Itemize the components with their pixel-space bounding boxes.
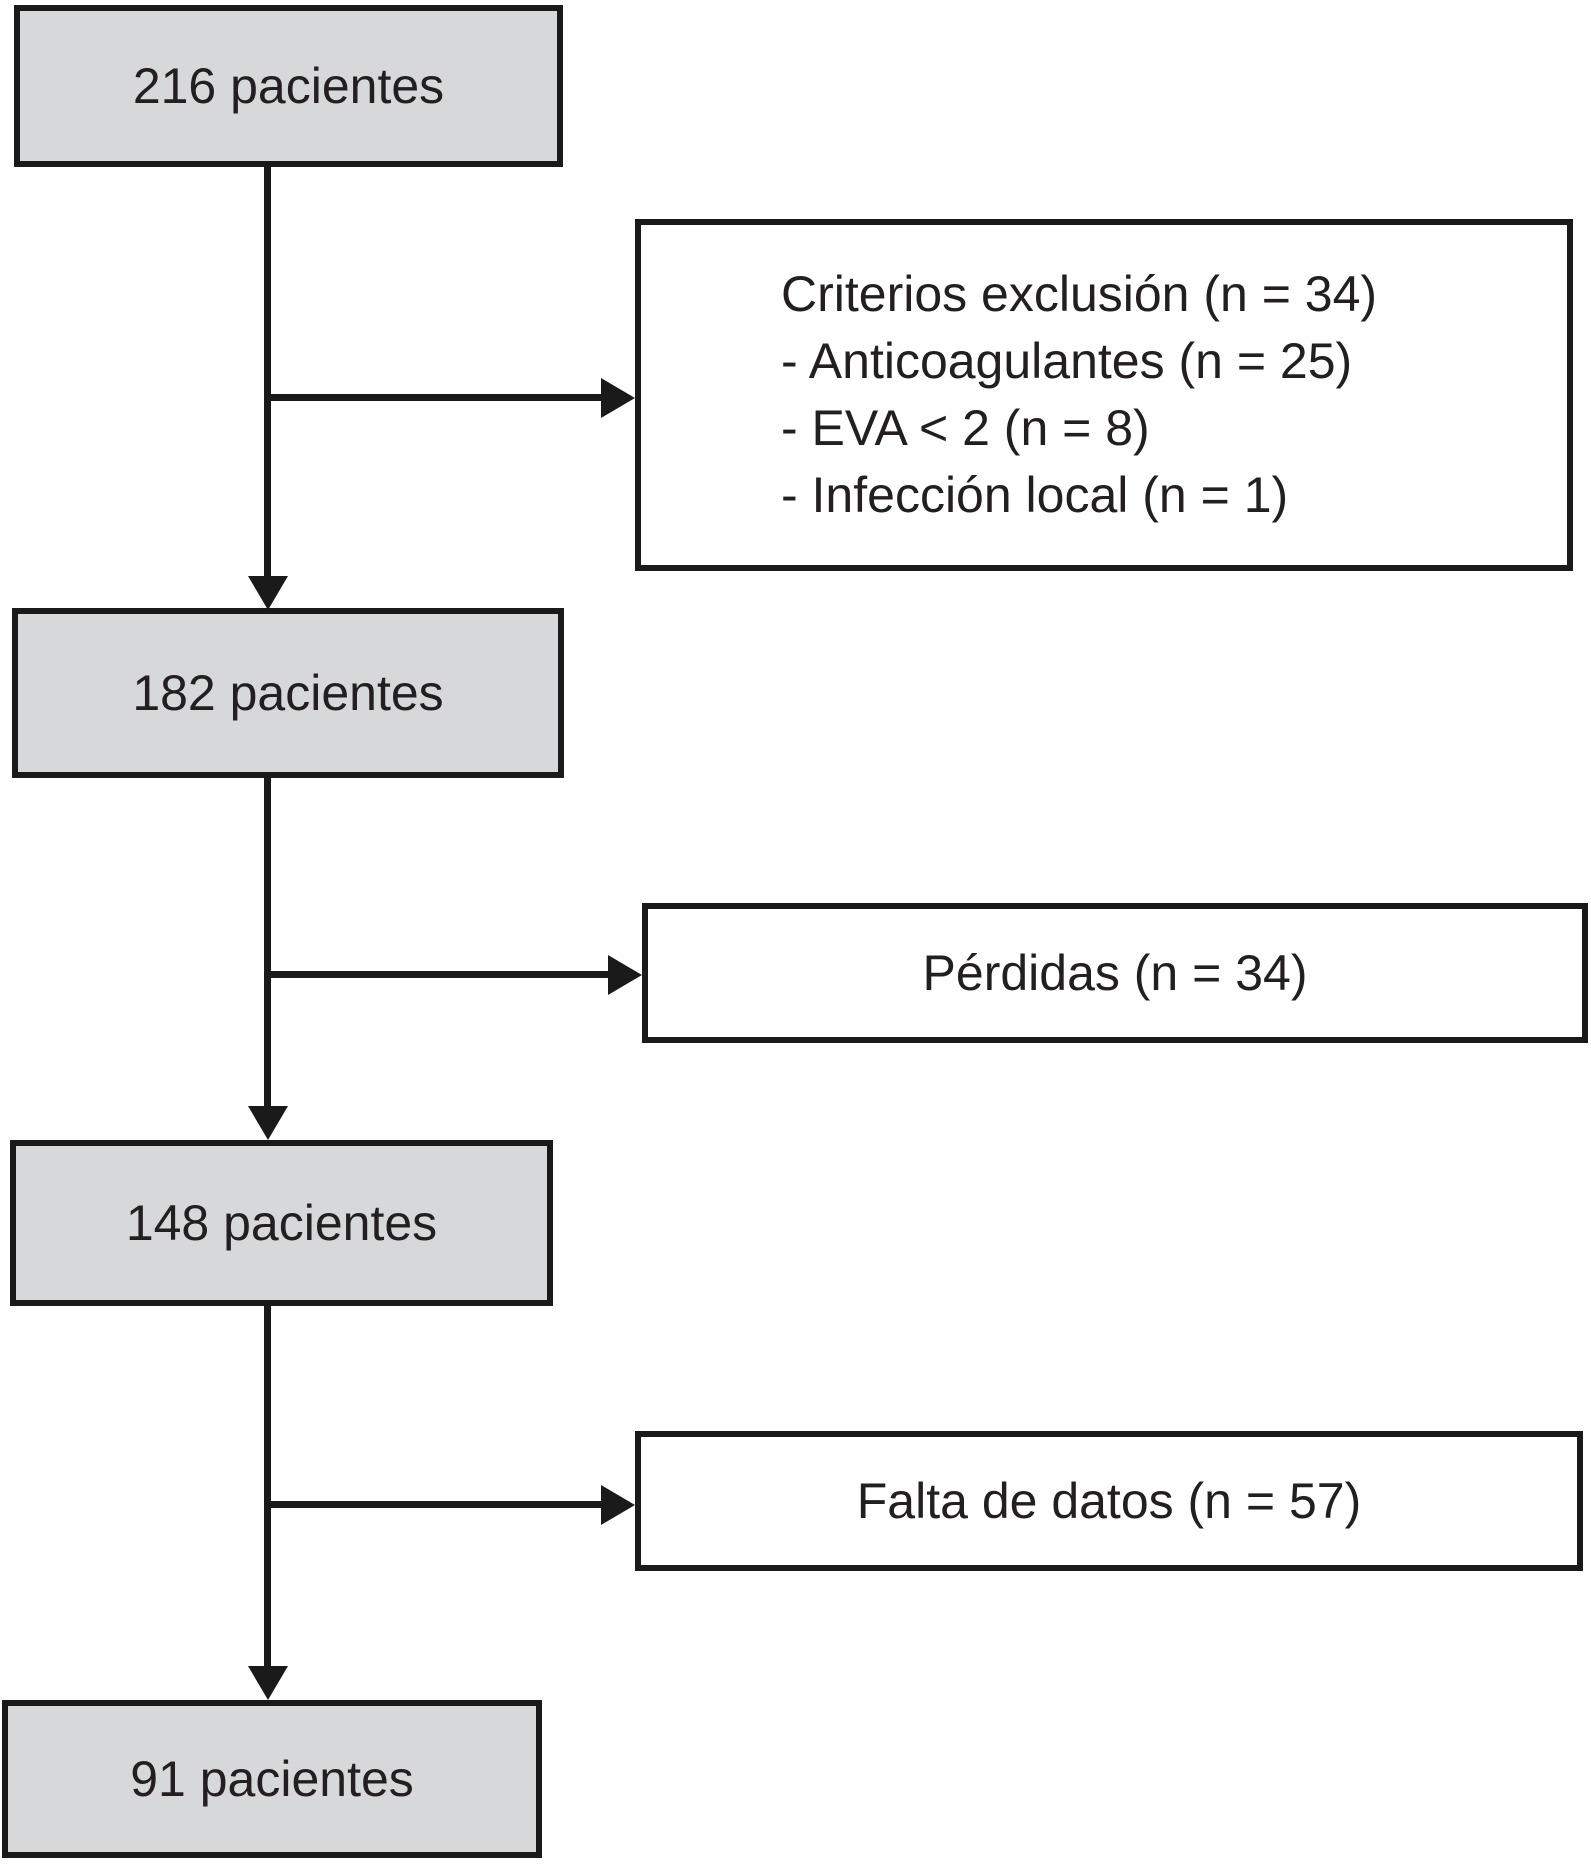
connector-branch-missing-data bbox=[264, 1501, 604, 1508]
connector-branch-losses bbox=[264, 971, 609, 978]
node-label: 182 pacientes bbox=[132, 664, 444, 721]
exclusion-line-eva: - EVA < 2 (n = 8) bbox=[781, 400, 1150, 456]
node-label: 216 pacientes bbox=[132, 57, 445, 114]
losses-label: Pérdidas (n = 34) bbox=[922, 944, 1308, 1001]
arrowhead-down-3-icon bbox=[248, 1666, 288, 1700]
missing-data-label: Falta de datos (n = 57) bbox=[856, 1472, 1362, 1529]
node-label: 148 pacientes bbox=[125, 1194, 438, 1251]
exclusion-line-infeccion: - Infección local (n = 1) bbox=[781, 467, 1289, 523]
exclusion-line-anticoagulantes: - Anticoagulantes (n = 25) bbox=[781, 333, 1353, 389]
connector-down-1 bbox=[264, 166, 271, 578]
exclusion-criteria-text: Criterios exclusión (n = 34) - Anticoagu… bbox=[641, 261, 1377, 529]
node-label: 91 pacientes bbox=[130, 1750, 414, 1807]
arrowhead-right-missing-data-icon bbox=[601, 1485, 635, 1525]
connector-down-3 bbox=[264, 1304, 271, 1666]
flow-node-182-pacientes: 182 pacientes bbox=[12, 608, 564, 778]
arrowhead-right-exclusion-icon bbox=[601, 378, 635, 418]
losses-box: Pérdidas (n = 34) bbox=[642, 903, 1588, 1043]
missing-data-box: Falta de datos (n = 57) bbox=[635, 1431, 1583, 1571]
exclusion-criteria-box: Criterios exclusión (n = 34) - Anticoagu… bbox=[635, 219, 1573, 571]
arrowhead-down-1-icon bbox=[248, 576, 288, 610]
flow-node-91-pacientes: 91 pacientes bbox=[2, 1700, 542, 1858]
arrowhead-down-2-icon bbox=[248, 1106, 288, 1140]
exclusion-line-title: Criterios exclusión (n = 34) bbox=[781, 266, 1378, 322]
arrowhead-right-losses-icon bbox=[608, 955, 642, 995]
connector-down-2 bbox=[264, 776, 271, 1106]
connector-branch-exclusion bbox=[264, 394, 604, 401]
flow-node-148-pacientes: 148 pacientes bbox=[10, 1140, 553, 1306]
flow-node-216-pacientes: 216 pacientes bbox=[14, 5, 563, 167]
